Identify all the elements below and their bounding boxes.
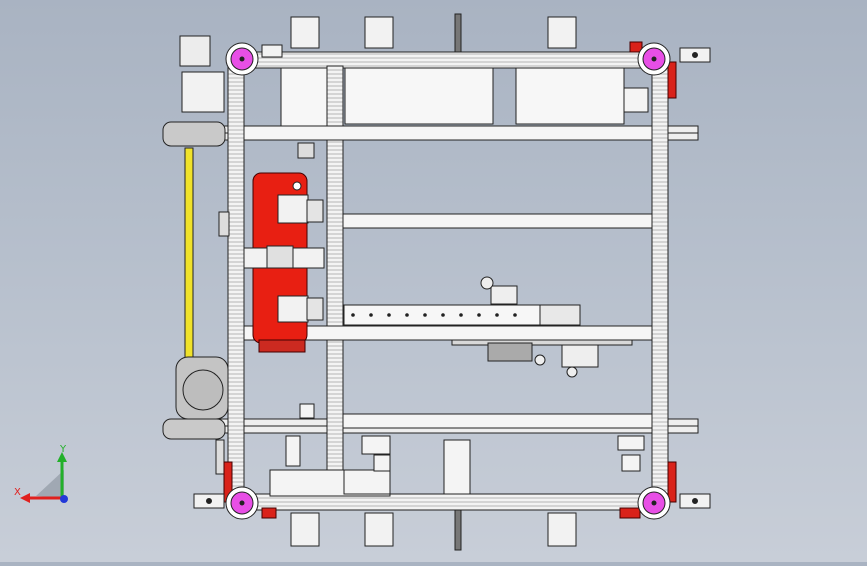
upper-panels <box>280 65 625 159</box>
z-axis-dot <box>60 495 68 503</box>
y-axis-label: Y <box>59 444 67 455</box>
left-drive <box>162 35 229 475</box>
linear-module <box>343 276 633 378</box>
red-motor-assembly <box>218 172 325 353</box>
bottom-fixtures <box>269 87 649 497</box>
mounting-feet-bottom <box>290 509 577 551</box>
corner-tabs <box>193 44 711 509</box>
mounting-feet-top <box>290 13 577 53</box>
x-axis-head <box>20 493 30 503</box>
coordinate-triad: Y X <box>14 444 68 503</box>
y-axis-head <box>57 452 67 462</box>
inner-crossmembers <box>243 125 653 429</box>
triad-plane <box>36 470 64 498</box>
x-axis-label: X <box>14 487 21 498</box>
caster-wheels <box>225 42 671 520</box>
